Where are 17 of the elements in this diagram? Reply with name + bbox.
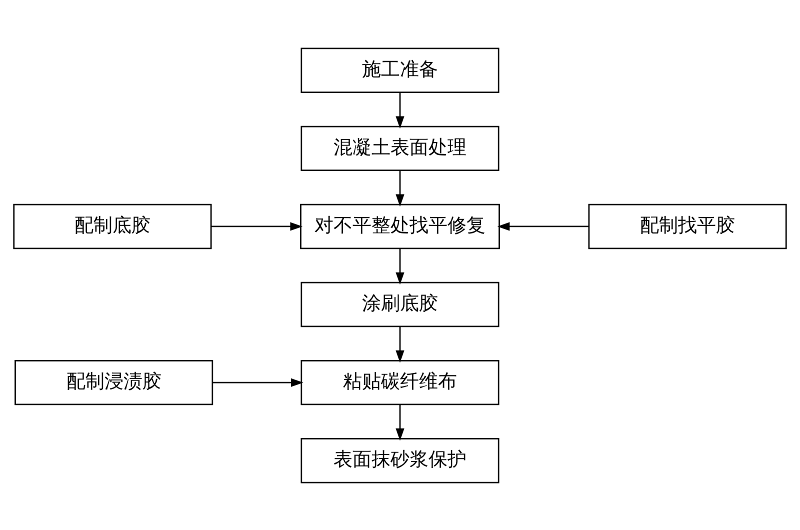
node-box: 施工准备 [300, 47, 500, 92]
arrow [396, 404, 404, 440]
arrow [212, 378, 304, 386]
node-box: 配制浸渍胶 [14, 359, 214, 405]
arrow [396, 92, 404, 128]
node-box: 配制底胶 [13, 203, 212, 249]
arrow [396, 248, 404, 284]
node-box: 配制找平胶 [588, 203, 787, 249]
node-box: 粘贴碳纤维布 [300, 359, 500, 405]
arrow [396, 326, 404, 362]
arrow [497, 222, 589, 230]
arrow [396, 170, 404, 206]
node-box: 混凝土表面处理 [300, 125, 500, 171]
node-box: 表面抹砂浆保护 [300, 438, 500, 483]
node-box: 对不平整处找平修复 [300, 203, 500, 249]
arrow [211, 222, 303, 230]
node-box: 涂刷底胶 [300, 281, 500, 327]
